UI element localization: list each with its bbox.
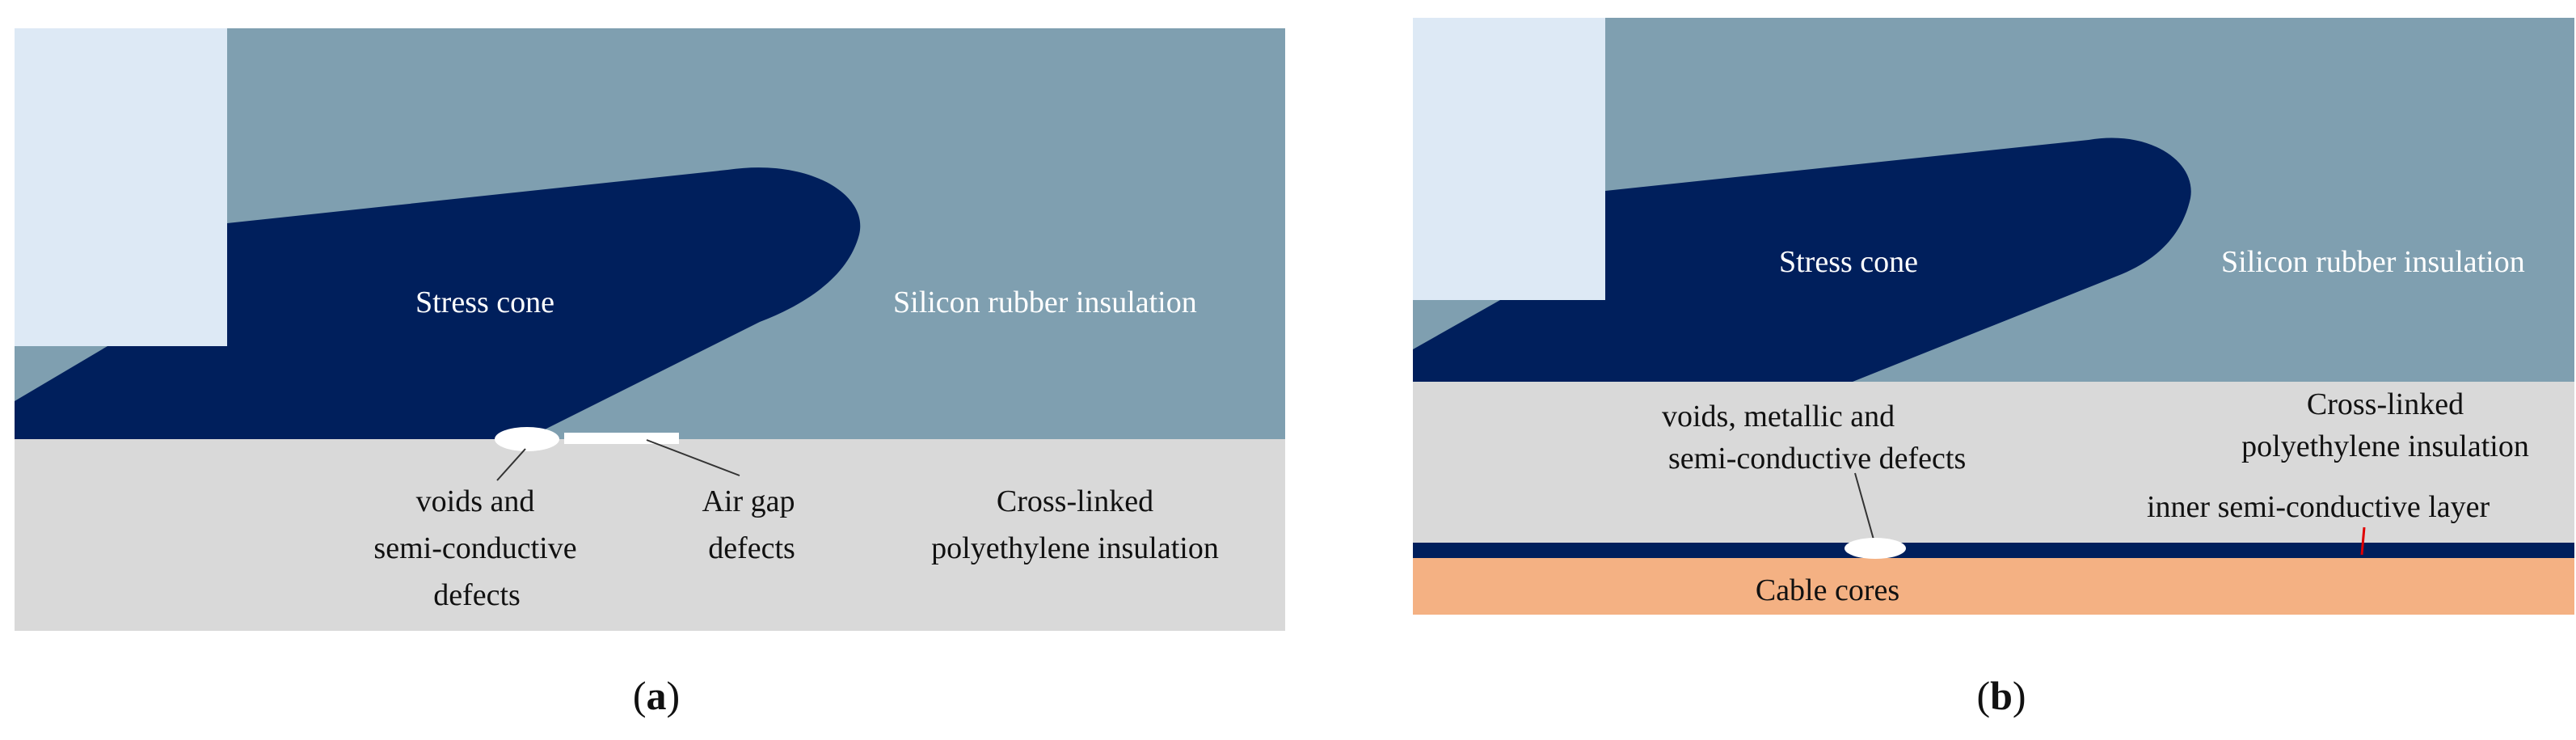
panel-a-air-gap-defect [564,433,679,444]
panel-b-caption: (b) [1976,673,2026,718]
panel-b-xlpe-label-1: Cross-linked [2307,387,2464,421]
panel-b-cable-cores-label: Cable cores [1756,573,1899,607]
panel-a-conductor-region [15,28,227,346]
panel-b-defects-label-2: semi-conductive defects [1668,442,1966,476]
panel-a: Stress cone Silicon rubber insulation vo… [15,28,1285,718]
panel-b-defect-leader-line [1854,472,1874,540]
panel-b-cable-core-region [1413,558,2574,615]
panel-a-xlpe-label-1: Cross-linked [997,484,1153,518]
panel-a-void-defect [495,427,559,451]
panel-b-defects-label-1: voids, metallic and [1662,400,1895,433]
panel-b-void-defect [1845,538,1906,559]
panel-a-voids-label-1: voids and [416,484,535,518]
panel-b-xlpe-label-2: polyethylene insulation [2241,429,2529,463]
panel-a-airgap-label-1: Air gap [702,484,795,518]
panel-b-inner-semiconductive-layer [1413,543,2574,558]
panel-a-void-leader-line [496,448,526,481]
panel-a-voids-label-2: semi-conductive [373,531,576,565]
panel-a-airgap-leader-line [646,439,740,476]
panel-b-inner-layer-pointer [2360,526,2366,556]
panel-a-xlpe-label-2: polyethylene insulation [931,531,1219,565]
panel-a-silicon-rubber-label: Silicon rubber insulation [893,285,1197,319]
panel-b: Stress cone Silicon rubber insulation vo… [1413,18,2574,718]
panel-b-inner-layer-label: inner semi-conductive layer [2147,490,2490,524]
panel-b-silicon-rubber-label: Silicon rubber insulation [2221,245,2525,279]
panel-a-stress-cone [15,167,861,439]
panel-b-conductor-region [1413,18,1605,300]
panel-b-stress-cone [1413,137,2191,382]
panel-a-stress-cone-label: Stress cone [415,285,554,319]
panel-b-xlpe-region [1413,382,2574,543]
panel-a-airgap-label-2: defects [708,531,795,565]
panel-a-voids-label-3: defects [433,578,521,612]
panel-a-caption: (a) [633,673,680,718]
panel-b-stress-cone-label: Stress cone [1779,245,1918,279]
panel-a-xlpe-region [15,439,1285,631]
